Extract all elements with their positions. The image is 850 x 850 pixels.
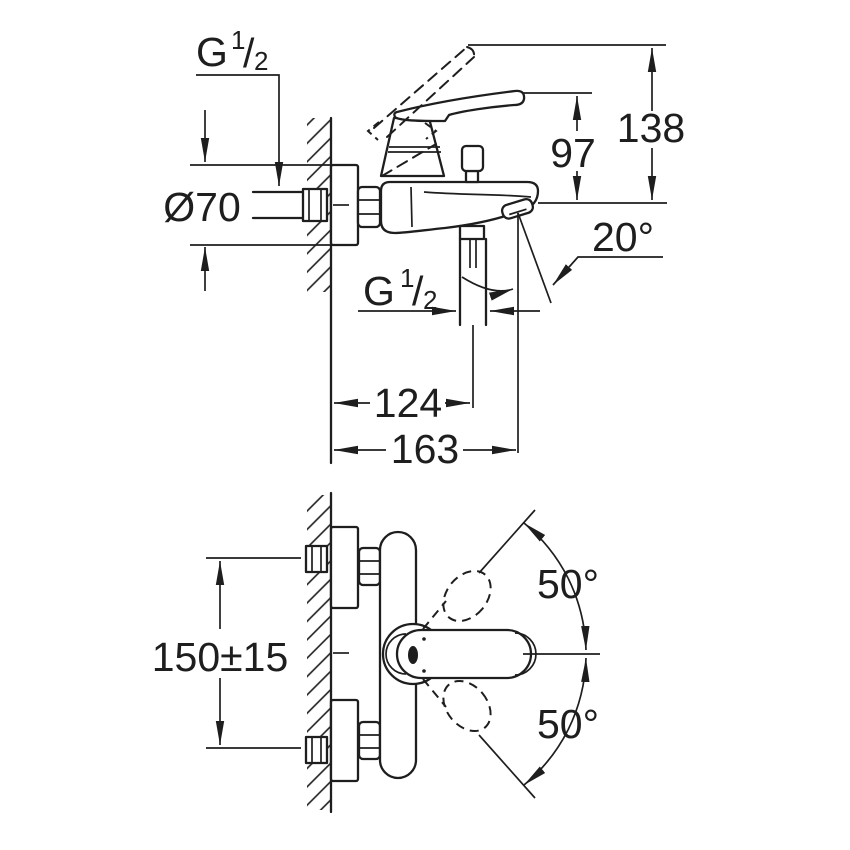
lever-rotated-dashed [422,569,492,733]
supply-thread-label: G 1 / 2 [196,25,268,76]
stream-angle-line [517,212,552,304]
escutcheon-bottom [329,698,360,783]
dimension-g-half-top: G 1 / 2 [196,25,284,186]
dimension-150: 150±15 [152,557,301,749]
total-height-label: 138 [617,105,685,151]
dimension-97: 97 [522,92,596,200]
lever-angle-up-label: 50° [537,561,599,607]
hose-connection [458,224,488,408]
diverter-knob [460,144,485,184]
total-reach-label: 163 [391,426,459,472]
lever-handle [393,89,526,123]
flange-diameter-label: Ø70 [163,184,241,230]
spout-inner-line [423,191,532,198]
lever-hole [408,646,418,664]
spout-aerator [500,197,535,220]
dimension-50deg: 50° 50° [478,509,600,799]
escutcheon-top [329,525,360,610]
lever-handle-front [385,628,537,680]
pipe-nut-bottom [304,735,329,765]
spout-angle-label: 20° [592,214,654,260]
spout-reach-label: 124 [374,380,442,426]
pipe-nut-top [304,544,329,574]
dimension-g-half-hose: G 1 / 2 [358,263,540,316]
union-nut-top [357,546,382,587]
center-distance-label: 150±15 [152,634,289,680]
spout-height-label: 97 [550,130,596,176]
side-view-drawing: G 1 / 2 Ø70 97 138 [163,25,685,472]
hose-thread-label: G 1 / 2 [363,263,437,315]
hose-swivel-arrow [461,276,514,301]
body-inner-line [410,186,413,228]
lever-angle-down-label: 50° [537,701,599,747]
union-nut-bottom [357,720,382,761]
supply-pipe [251,187,329,223]
dimension-20deg: 20° [552,214,663,286]
lever-swing-view-drawing: 50° 50° 150±15 [152,491,600,814]
pipe-nut [301,187,329,223]
union-nut [356,185,382,229]
dimension-124: 124 [334,380,470,426]
lever-handle-raised-dashed [366,46,476,177]
dimension-dia70: Ø70 [163,110,331,291]
dimension-138: 138 [468,44,685,204]
dimension-163: 163 [334,426,516,472]
